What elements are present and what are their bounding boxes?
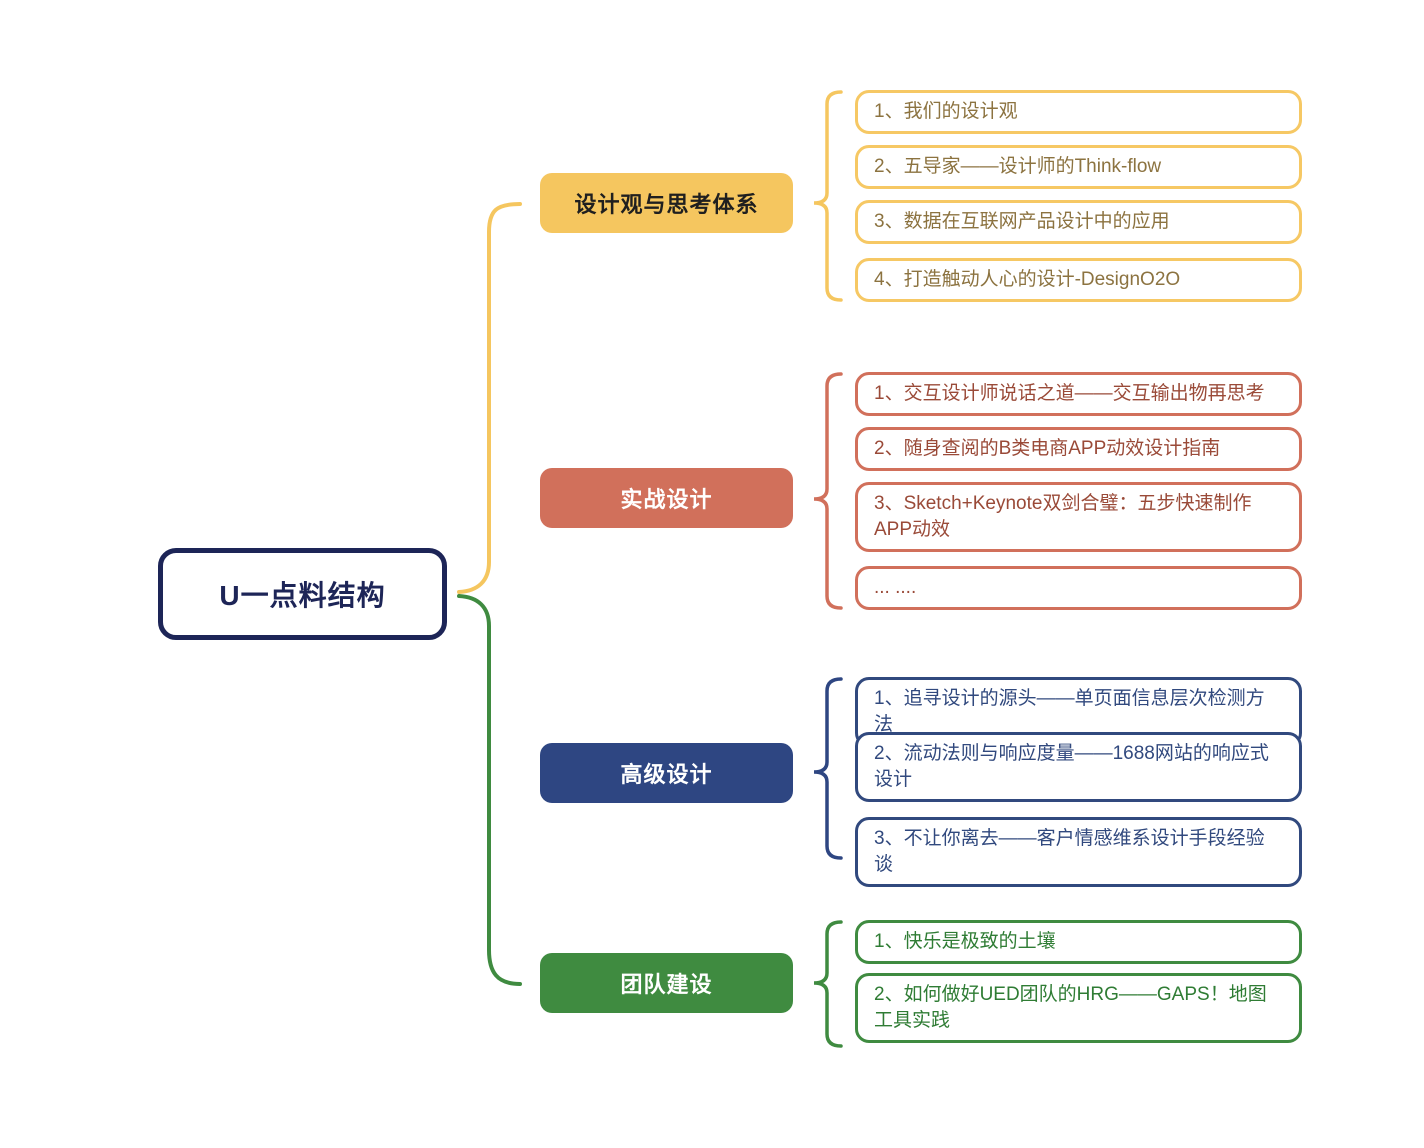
brace-branch-2 — [813, 372, 843, 610]
topic-node[interactable]: 1、交互设计师说话之道——交互输出物再思考 — [855, 372, 1302, 416]
brace-branch-3 — [813, 677, 843, 860]
topic-node[interactable]: 2、如何做好UED团队的HRG——GAPS！地图工具实践 — [855, 973, 1302, 1043]
topic-node[interactable]: 3、数据在互联网产品设计中的应用 — [855, 200, 1302, 244]
topic-node[interactable]: ... .... — [855, 566, 1302, 610]
branch-practical-design[interactable]: 实战设计 — [540, 468, 793, 528]
root-node[interactable]: U一点料结构 — [158, 548, 447, 640]
topic-node[interactable]: 2、五导家——设计师的Think-flow — [855, 145, 1302, 189]
branch-advanced-design[interactable]: 高级设计 — [540, 743, 793, 803]
topic-node[interactable]: 4、打造触动人心的设计-DesignO2O — [855, 258, 1302, 302]
topic-node[interactable]: 2、随身查阅的B类电商APP动效设计指南 — [855, 427, 1302, 471]
branch-design-philosophy[interactable]: 设计观与思考体系 — [540, 173, 793, 233]
topic-node[interactable]: 1、快乐是极致的土壤 — [855, 920, 1302, 964]
spine-to-branch-4 — [457, 594, 522, 986]
topic-node[interactable]: 3、不让你离去——客户情感维系设计手段经验谈 — [855, 817, 1302, 887]
spine-to-branch-1 — [457, 202, 522, 594]
topic-node[interactable]: 2、流动法则与响应度量——1688网站的响应式设计 — [855, 732, 1302, 802]
brace-branch-1 — [813, 90, 843, 302]
brace-branch-4 — [813, 920, 843, 1048]
topic-node[interactable]: 1、我们的设计观 — [855, 90, 1302, 134]
topic-node[interactable]: 3、Sketch+Keynote双剑合璧：五步快速制作APP动效 — [855, 482, 1302, 552]
branch-team-building[interactable]: 团队建设 — [540, 953, 793, 1013]
